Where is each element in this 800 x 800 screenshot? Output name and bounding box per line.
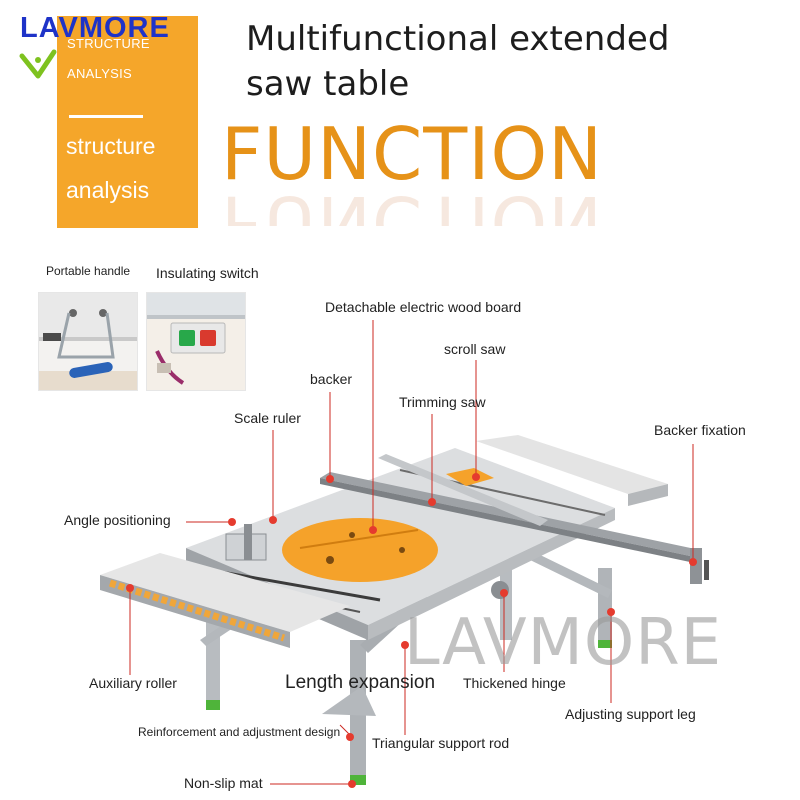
electric-wood-board bbox=[282, 518, 438, 582]
callout-backer: backer bbox=[310, 371, 353, 387]
callout-adjusting-support-leg: Adjusting support leg bbox=[565, 706, 696, 722]
brand-logo: LAVMORE bbox=[20, 12, 170, 44]
card-caption-2: ANALYSIS bbox=[67, 66, 133, 81]
callout-triangular-rod: Triangular support rod bbox=[372, 735, 510, 751]
callout-backer-fixation: Backer fixation bbox=[654, 422, 746, 438]
insulating-switch-image bbox=[146, 292, 246, 391]
structure-analysis-card: STRUCTURE ANALYSIS structure analysis bbox=[57, 16, 198, 228]
callout-non-slip-mat: Non-slip mat bbox=[184, 775, 263, 791]
callout-lines bbox=[129, 320, 694, 785]
callout-reinforcement: Reinforcement and adjustment design bbox=[138, 725, 341, 739]
callout-angle-positioning: Angle positioning bbox=[64, 512, 171, 528]
triangular-support bbox=[322, 686, 376, 716]
callout-length-expansion: Length expansion bbox=[285, 672, 436, 693]
watermark-text: LAVMORE bbox=[404, 606, 723, 680]
angle-positioning-fixture bbox=[225, 524, 267, 561]
auxiliary-roller-board bbox=[100, 553, 350, 648]
headline-line-1: Multifunctional extended bbox=[246, 19, 670, 59]
card-caption-1: STRUCTURE bbox=[67, 36, 150, 51]
thumb-label-switch: Insulating switch bbox=[156, 265, 259, 281]
scroll-saw-plate bbox=[446, 468, 494, 486]
headline-line-2: saw table bbox=[246, 64, 410, 104]
callout-markers bbox=[126, 473, 697, 788]
card-divider bbox=[69, 115, 143, 118]
portable-handle-image bbox=[38, 292, 138, 391]
right-extension-panel bbox=[476, 435, 668, 506]
card-heading-2: analysis bbox=[66, 177, 150, 203]
card-heading-1: structure bbox=[66, 133, 156, 159]
callout-auxiliary-roller: Auxiliary roller bbox=[89, 675, 177, 691]
callout-detachable-board: Detachable electric wood board bbox=[325, 299, 522, 315]
section-title: FUNCTION bbox=[221, 112, 603, 196]
callout-scroll-saw: scroll saw bbox=[444, 341, 506, 357]
backer-rail bbox=[320, 454, 709, 584]
check-badge-icon bbox=[19, 49, 57, 79]
callout-scale-ruler: Scale ruler bbox=[234, 410, 301, 426]
callout-trimming-saw: Trimming saw bbox=[399, 394, 486, 410]
callout-thickened-hinge: Thickened hinge bbox=[463, 675, 566, 691]
thumb-label-handle: Portable handle bbox=[46, 264, 131, 278]
